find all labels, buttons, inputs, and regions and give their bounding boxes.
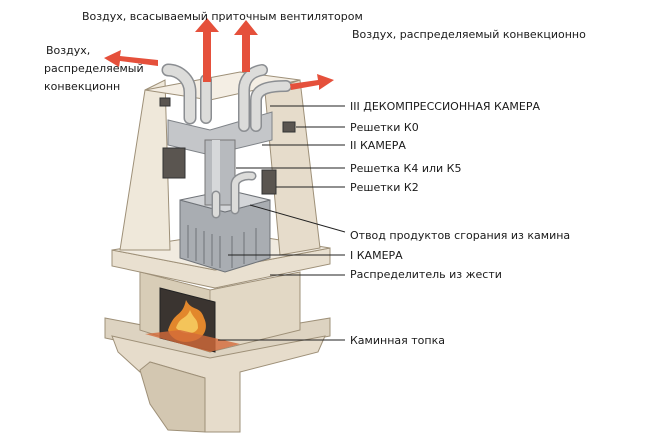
label-convection-air-left-2: распределяемый	[44, 62, 144, 75]
grilles	[159, 97, 296, 195]
label-grille-k4-k5: Решетка К4 или К5	[350, 162, 462, 175]
label-grille-k2: Решетки К2	[350, 181, 419, 194]
firebox-body	[139, 271, 301, 353]
leader-lines	[218, 105, 346, 341]
label-chamber-i: I КАМЕРА	[350, 249, 403, 262]
inner-chambers	[179, 139, 271, 273]
label-decompression-chamber: III ДЕКОМПРЕССИОННАЯ КАМЕРА	[350, 100, 540, 113]
airflow-arrows	[104, 18, 334, 90]
label-convection-air-left-1: Воздух,	[46, 44, 91, 57]
label-exhaust-outlet: Отвод продуктов сгорания из камина	[350, 229, 571, 242]
label-convection-air-right: Воздух, распределяемый конвекционно	[352, 28, 586, 41]
label-firebox: Каминная топка	[350, 334, 445, 347]
pipes	[161, 63, 292, 219]
label-intake-air: Воздух, всасываемый приточным вентилятор…	[82, 10, 363, 23]
label-convection-air-left-3: конвекционн	[44, 80, 121, 93]
label-tin-distributor: Распределитель из жести	[350, 268, 502, 281]
label-chamber-ii: II КАМЕРА	[350, 139, 406, 152]
label-grille-k0: Решетки К0	[350, 121, 419, 134]
